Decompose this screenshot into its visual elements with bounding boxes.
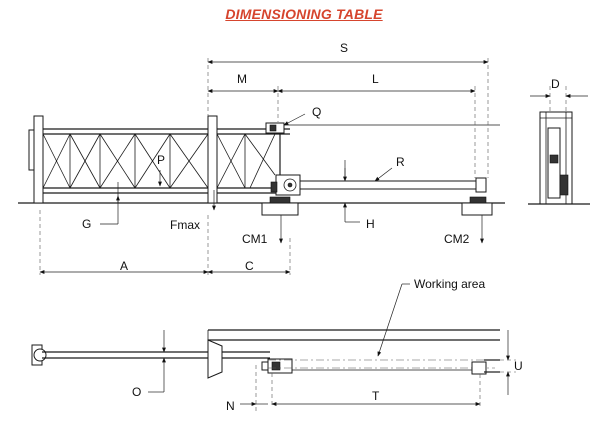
leader-working-area — [377, 283, 403, 357]
label-r: R — [396, 155, 405, 169]
label-h: H — [366, 217, 375, 231]
label-s: S — [340, 41, 348, 55]
label-cm2: CM2 — [444, 232, 470, 246]
label-cm1: CM1 — [242, 232, 268, 246]
label-g: G — [82, 217, 91, 231]
foundation-cm2 — [461, 202, 493, 216]
foundation-cm1 — [261, 202, 299, 216]
gate-leaf — [42, 115, 290, 204]
top-end-stop — [471, 361, 487, 375]
leader-r — [374, 167, 393, 182]
label-fmax: Fmax — [170, 218, 200, 232]
diagram-title: DIMENSIONING TABLE — [225, 6, 383, 22]
left-post — [33, 115, 44, 204]
dimension-labels: S M L D Q P R G Fmax CM1 H CM2 A C Worki… — [82, 41, 560, 413]
label-t: T — [372, 389, 380, 403]
label-m: M — [237, 72, 247, 86]
top-view — [31, 283, 516, 412]
end-stop — [475, 177, 487, 193]
gear-rack-track — [299, 180, 481, 190]
label-n: N — [226, 399, 235, 413]
label-a: A — [120, 259, 128, 273]
center-post — [207, 115, 218, 204]
label-d: D — [551, 77, 560, 91]
front-view — [18, 58, 505, 275]
label-working-area: Working area — [414, 277, 485, 291]
label-l: L — [372, 72, 379, 86]
left-stop — [28, 129, 35, 171]
top-center-post — [207, 339, 223, 379]
leader-q — [283, 113, 306, 126]
label-c: C — [245, 259, 254, 273]
label-q: Q — [312, 105, 321, 119]
label-u: U — [514, 359, 523, 373]
side-view — [528, 86, 590, 205]
label-p: P — [157, 153, 165, 167]
label-o: O — [132, 385, 141, 399]
